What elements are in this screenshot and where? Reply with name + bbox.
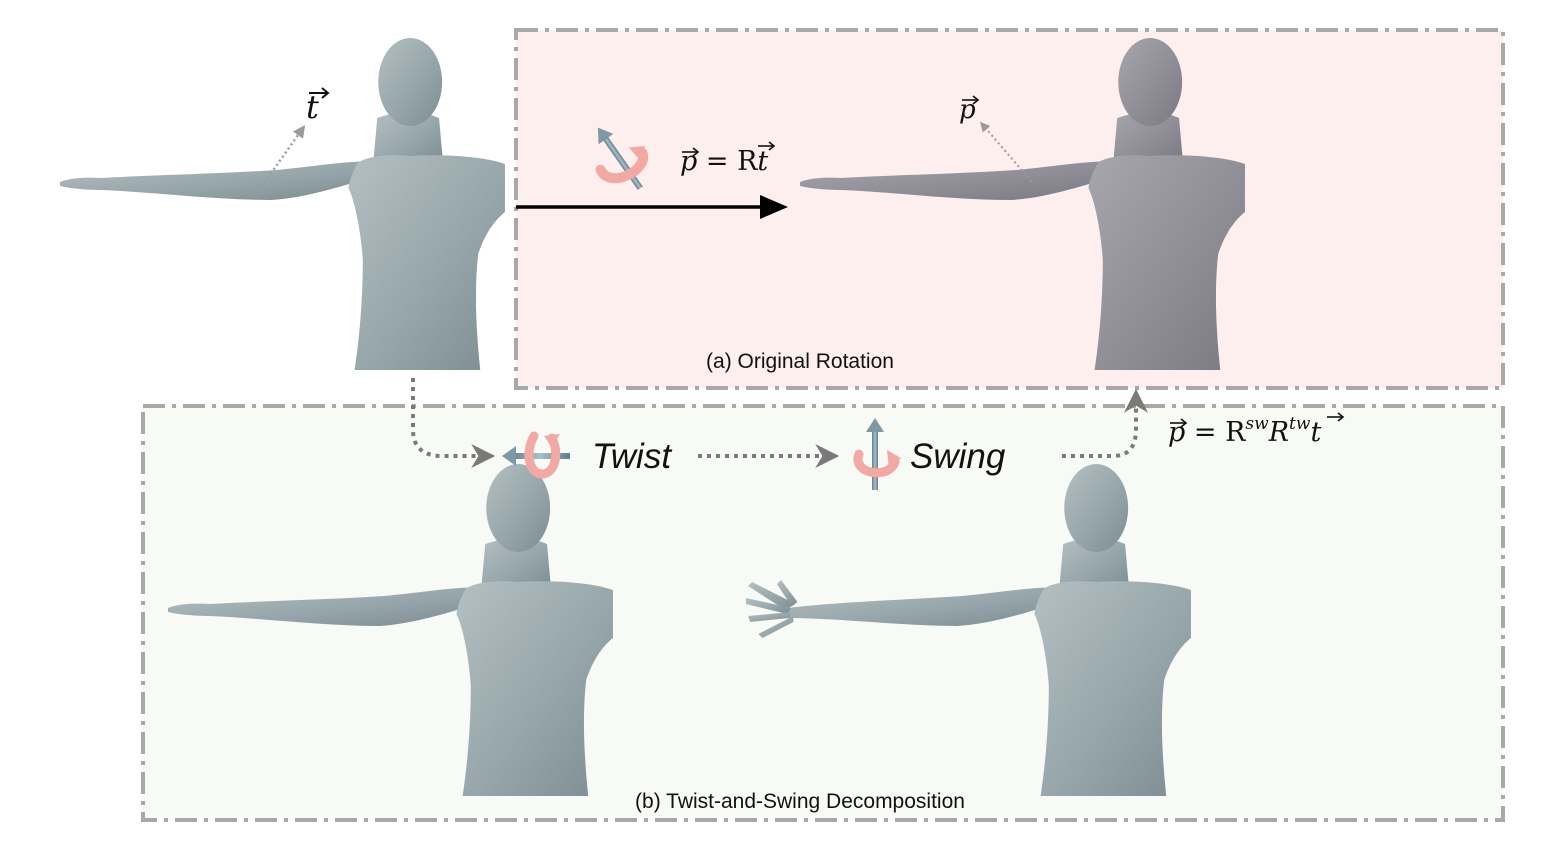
svg-text:t: t: [306, 88, 319, 126]
swing-label: Swing: [910, 437, 1006, 476]
template-pose-figure: [60, 38, 505, 370]
rotation-icon: [595, 127, 649, 190]
twist-label: Twist: [592, 437, 672, 476]
original-rotation-label: (a) Original Rotation: [706, 350, 894, 373]
to-twist-arrow: [411, 378, 496, 468]
twist-rotation-icon: [502, 431, 570, 479]
direct-rotation-equation: p = Rt: [680, 141, 776, 177]
template-vector-arrow: [260, 124, 306, 187]
rotated-vector-label: p: [959, 95, 980, 125]
svg-text:p = Rt: p = Rt: [680, 146, 768, 177]
svg-text:p: p: [959, 95, 976, 125]
direct-rotation-arrow: [516, 195, 788, 219]
decomposition-label: (b) Twist-and-Swing Decomposition: [635, 790, 965, 813]
swing-to-result-arrow: [1062, 388, 1148, 458]
original-rotation-panel: (a) Original Rotation: [514, 28, 1505, 390]
svg-text:p = RswRtwt: p = RswRtwt: [1168, 414, 1321, 448]
template-vector-label: t: [306, 87, 330, 126]
decomposition-equation: p = RswRtwt: [1168, 412, 1345, 448]
original-rotation-frame: [514, 28, 1505, 390]
swing-rotation-icon: [853, 418, 901, 490]
